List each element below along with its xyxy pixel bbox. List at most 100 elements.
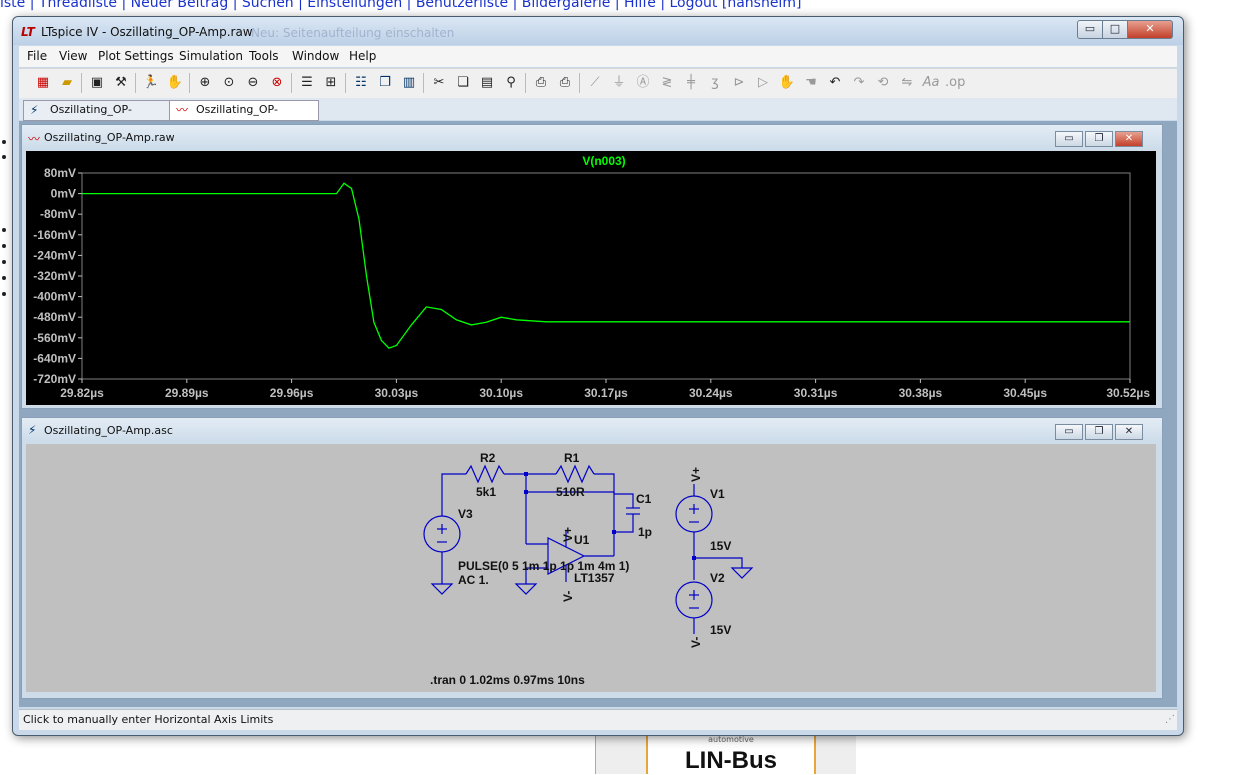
maximize-button[interactable]: □ <box>1102 20 1128 39</box>
trace-label[interactable]: V(n003) <box>582 154 625 168</box>
v2-label[interactable]: V2 <box>710 571 725 585</box>
y-tick-label[interactable]: -240mV <box>33 248 76 262</box>
waveform-close-button[interactable]: ✕ <box>1115 131 1143 147</box>
v1-value[interactable]: 15V <box>710 539 731 553</box>
x-tick-label[interactable]: 30.38µs <box>899 386 943 400</box>
x-tick-label[interactable]: 30.52µs <box>1106 386 1150 400</box>
x-tick-label[interactable]: 29.96µs <box>270 386 314 400</box>
v1-vplus-label[interactable]: V+ <box>689 467 703 482</box>
undo-icon[interactable]: ↶ <box>829 75 841 90</box>
v3-ac-value[interactable]: AC 1. <box>458 573 489 587</box>
c1-value[interactable]: 1p <box>638 525 652 539</box>
x-tick-label[interactable]: 29.89µs <box>165 386 209 400</box>
r2-label[interactable]: R2 <box>480 451 496 465</box>
schematic-canvas[interactable]: R2 5k1 R1 510R C1 1p U1 LT1357 V3 PULSE(… <box>26 444 1156 692</box>
y-tick-label[interactable]: -320mV <box>33 269 76 283</box>
open-icon[interactable]: ▰ <box>62 75 72 90</box>
minimize-button[interactable]: ▭ <box>1077 20 1103 39</box>
schematic-close-button[interactable]: ✕ <box>1115 424 1143 440</box>
cut-icon[interactable]: ✂ <box>433 75 445 90</box>
schematic-window-title-bar[interactable]: ⚡ Oszillating_OP-Amp.asc ▭ ❐ ✕ <box>22 418 1162 442</box>
menu-tools[interactable]: Tools <box>249 49 279 63</box>
draw-wire-icon[interactable]: ⟋ <box>590 75 600 90</box>
copy-icon[interactable]: ❏ <box>457 75 469 90</box>
x-tick-label[interactable]: 30.03µs <box>375 386 419 400</box>
y-tick-label[interactable]: -400mV <box>33 290 76 304</box>
tran-directive[interactable]: .tran 0 1.02ms 0.97ms 10ns <box>430 673 585 687</box>
save-icon[interactable]: ▣ <box>90 75 104 90</box>
tile-vertical-icon[interactable]: ▥ <box>402 75 416 90</box>
y-tick-label[interactable]: -480mV <box>33 310 76 324</box>
tab-waveform[interactable]: 〰 Oszillating_OP-Amp.raw <box>169 100 319 134</box>
ground-icon[interactable]: ⏚ <box>612 75 626 90</box>
v2-vminus-label[interactable]: V- <box>689 637 703 648</box>
waveform-restore-button[interactable]: ❐ <box>1085 131 1113 147</box>
component-icon[interactable]: ▷ <box>758 75 768 90</box>
tab-schematic[interactable]: ⚡ Oszillating_OP-Amp.asc <box>23 100 171 134</box>
diode-icon[interactable]: ⊳ <box>733 75 745 90</box>
opamp-vminus-label[interactable]: V- <box>561 591 575 602</box>
menu-window[interactable]: Window <box>292 49 340 63</box>
print-setup-icon[interactable]: ⎙ <box>535 75 547 90</box>
capacitor-icon[interactable]: ╪ <box>687 75 695 90</box>
y-tick-label[interactable]: 80mV <box>44 166 76 180</box>
redo-icon[interactable]: ↷ <box>853 75 865 90</box>
resize-grip-icon[interactable]: ⋰ <box>1165 714 1175 725</box>
v1-label[interactable]: V1 <box>710 487 725 501</box>
halt-icon[interactable]: ✋ <box>166 75 184 90</box>
drag-icon[interactable]: ☚ <box>805 75 817 90</box>
text-icon[interactable]: Aa <box>922 75 940 90</box>
menu-file[interactable]: File <box>27 49 48 63</box>
waveform-minimize-button[interactable]: ▭ <box>1055 131 1083 147</box>
x-tick-label[interactable]: 30.17µs <box>584 386 628 400</box>
y-tick-label[interactable]: -80mV <box>40 207 76 221</box>
schematic-minimize-button[interactable]: ▭ <box>1055 424 1083 440</box>
x-tick-label[interactable]: 30.24µs <box>689 386 733 400</box>
paste-icon[interactable]: ▤ <box>480 75 494 90</box>
v3-label[interactable]: V3 <box>458 507 473 521</box>
y-tick-label[interactable]: -640mV <box>33 351 76 365</box>
menu-view[interactable]: View <box>59 49 88 63</box>
r2-resistor-symbol[interactable] <box>465 464 505 484</box>
r1-label[interactable]: R1 <box>564 451 580 465</box>
menu-help[interactable]: Help <box>349 49 377 63</box>
zoom-out-icon[interactable]: ⊖ <box>247 75 259 90</box>
close-button[interactable]: ✕ <box>1127 20 1173 39</box>
r1-value[interactable]: 510R <box>556 485 585 499</box>
y-tick-label[interactable]: 0mV <box>51 187 76 201</box>
schematic-drawing[interactable]: R2 5k1 R1 510R C1 1p U1 LT1357 V3 PULSE(… <box>26 444 1156 692</box>
menu-plot-settings[interactable]: Plot Settings <box>98 49 174 63</box>
cascade-icon[interactable]: ❐ <box>379 75 391 90</box>
find-icon[interactable]: ⚲ <box>506 75 516 90</box>
tile-horizontal-icon[interactable]: ☷ <box>355 75 367 90</box>
x-tick-label[interactable]: 30.45µs <box>1003 386 1047 400</box>
mark-unused-icon[interactable]: ⊞ <box>325 75 337 90</box>
title-bar[interactable]: LT LTspice IV - Oszillating_OP-Amp.raw N… <box>13 17 1183 45</box>
mirror-icon[interactable]: ⇋ <box>901 75 913 90</box>
autorange-icon[interactable]: ☰ <box>301 75 313 90</box>
x-tick-label[interactable]: 29.82µs <box>60 386 104 400</box>
v2-value[interactable]: 15V <box>710 623 731 637</box>
y-tick-label[interactable]: -160mV <box>33 228 76 242</box>
waveform-chart[interactable]: V(n003) 80mV 0mV -80mV -160mV -240mV -320mV -4… <box>26 151 1156 405</box>
u1-model[interactable]: LT1357 <box>574 571 615 585</box>
zoom-full-icon[interactable]: ⊙ <box>223 75 235 90</box>
waveform-plot-pane[interactable]: V(n003) 80mV 0mV -80mV -160mV -240mV -320mV -4… <box>26 151 1156 405</box>
resistor-icon[interactable]: ≷ <box>661 75 673 90</box>
opamp-vplus-label[interactable]: V+ <box>561 527 575 542</box>
rotate-icon[interactable]: ⟲ <box>877 75 889 90</box>
schematic-restore-button[interactable]: ❐ <box>1085 424 1113 440</box>
c1-label[interactable]: C1 <box>636 492 652 506</box>
v3-pulse-value[interactable]: PULSE(0 5 1m 1p 1p 1m 4m 1) <box>458 559 629 573</box>
zoom-in-icon[interactable]: ⊕ <box>199 75 211 90</box>
label-net-icon[interactable]: Ⓐ <box>636 75 650 90</box>
cancel-zoom-icon[interactable]: ⊗ <box>271 75 283 90</box>
x-tick-label[interactable]: 30.10µs <box>479 386 523 400</box>
r2-value[interactable]: 5k1 <box>476 485 496 499</box>
y-tick-label[interactable]: -560mV <box>33 331 76 345</box>
new-schematic-icon[interactable]: ▦ <box>36 75 50 90</box>
forum-nav-links[interactable]: iste | Threadliste | Neuer Beitrag | Suc… <box>0 0 802 11</box>
spice-directive-icon[interactable]: .op <box>945 75 966 90</box>
menu-simulation[interactable]: Simulation <box>179 49 243 63</box>
waveform-window-title-bar[interactable]: 〰 Oszillating_OP-Amp.raw ▭ ❐ ✕ <box>22 125 1162 149</box>
